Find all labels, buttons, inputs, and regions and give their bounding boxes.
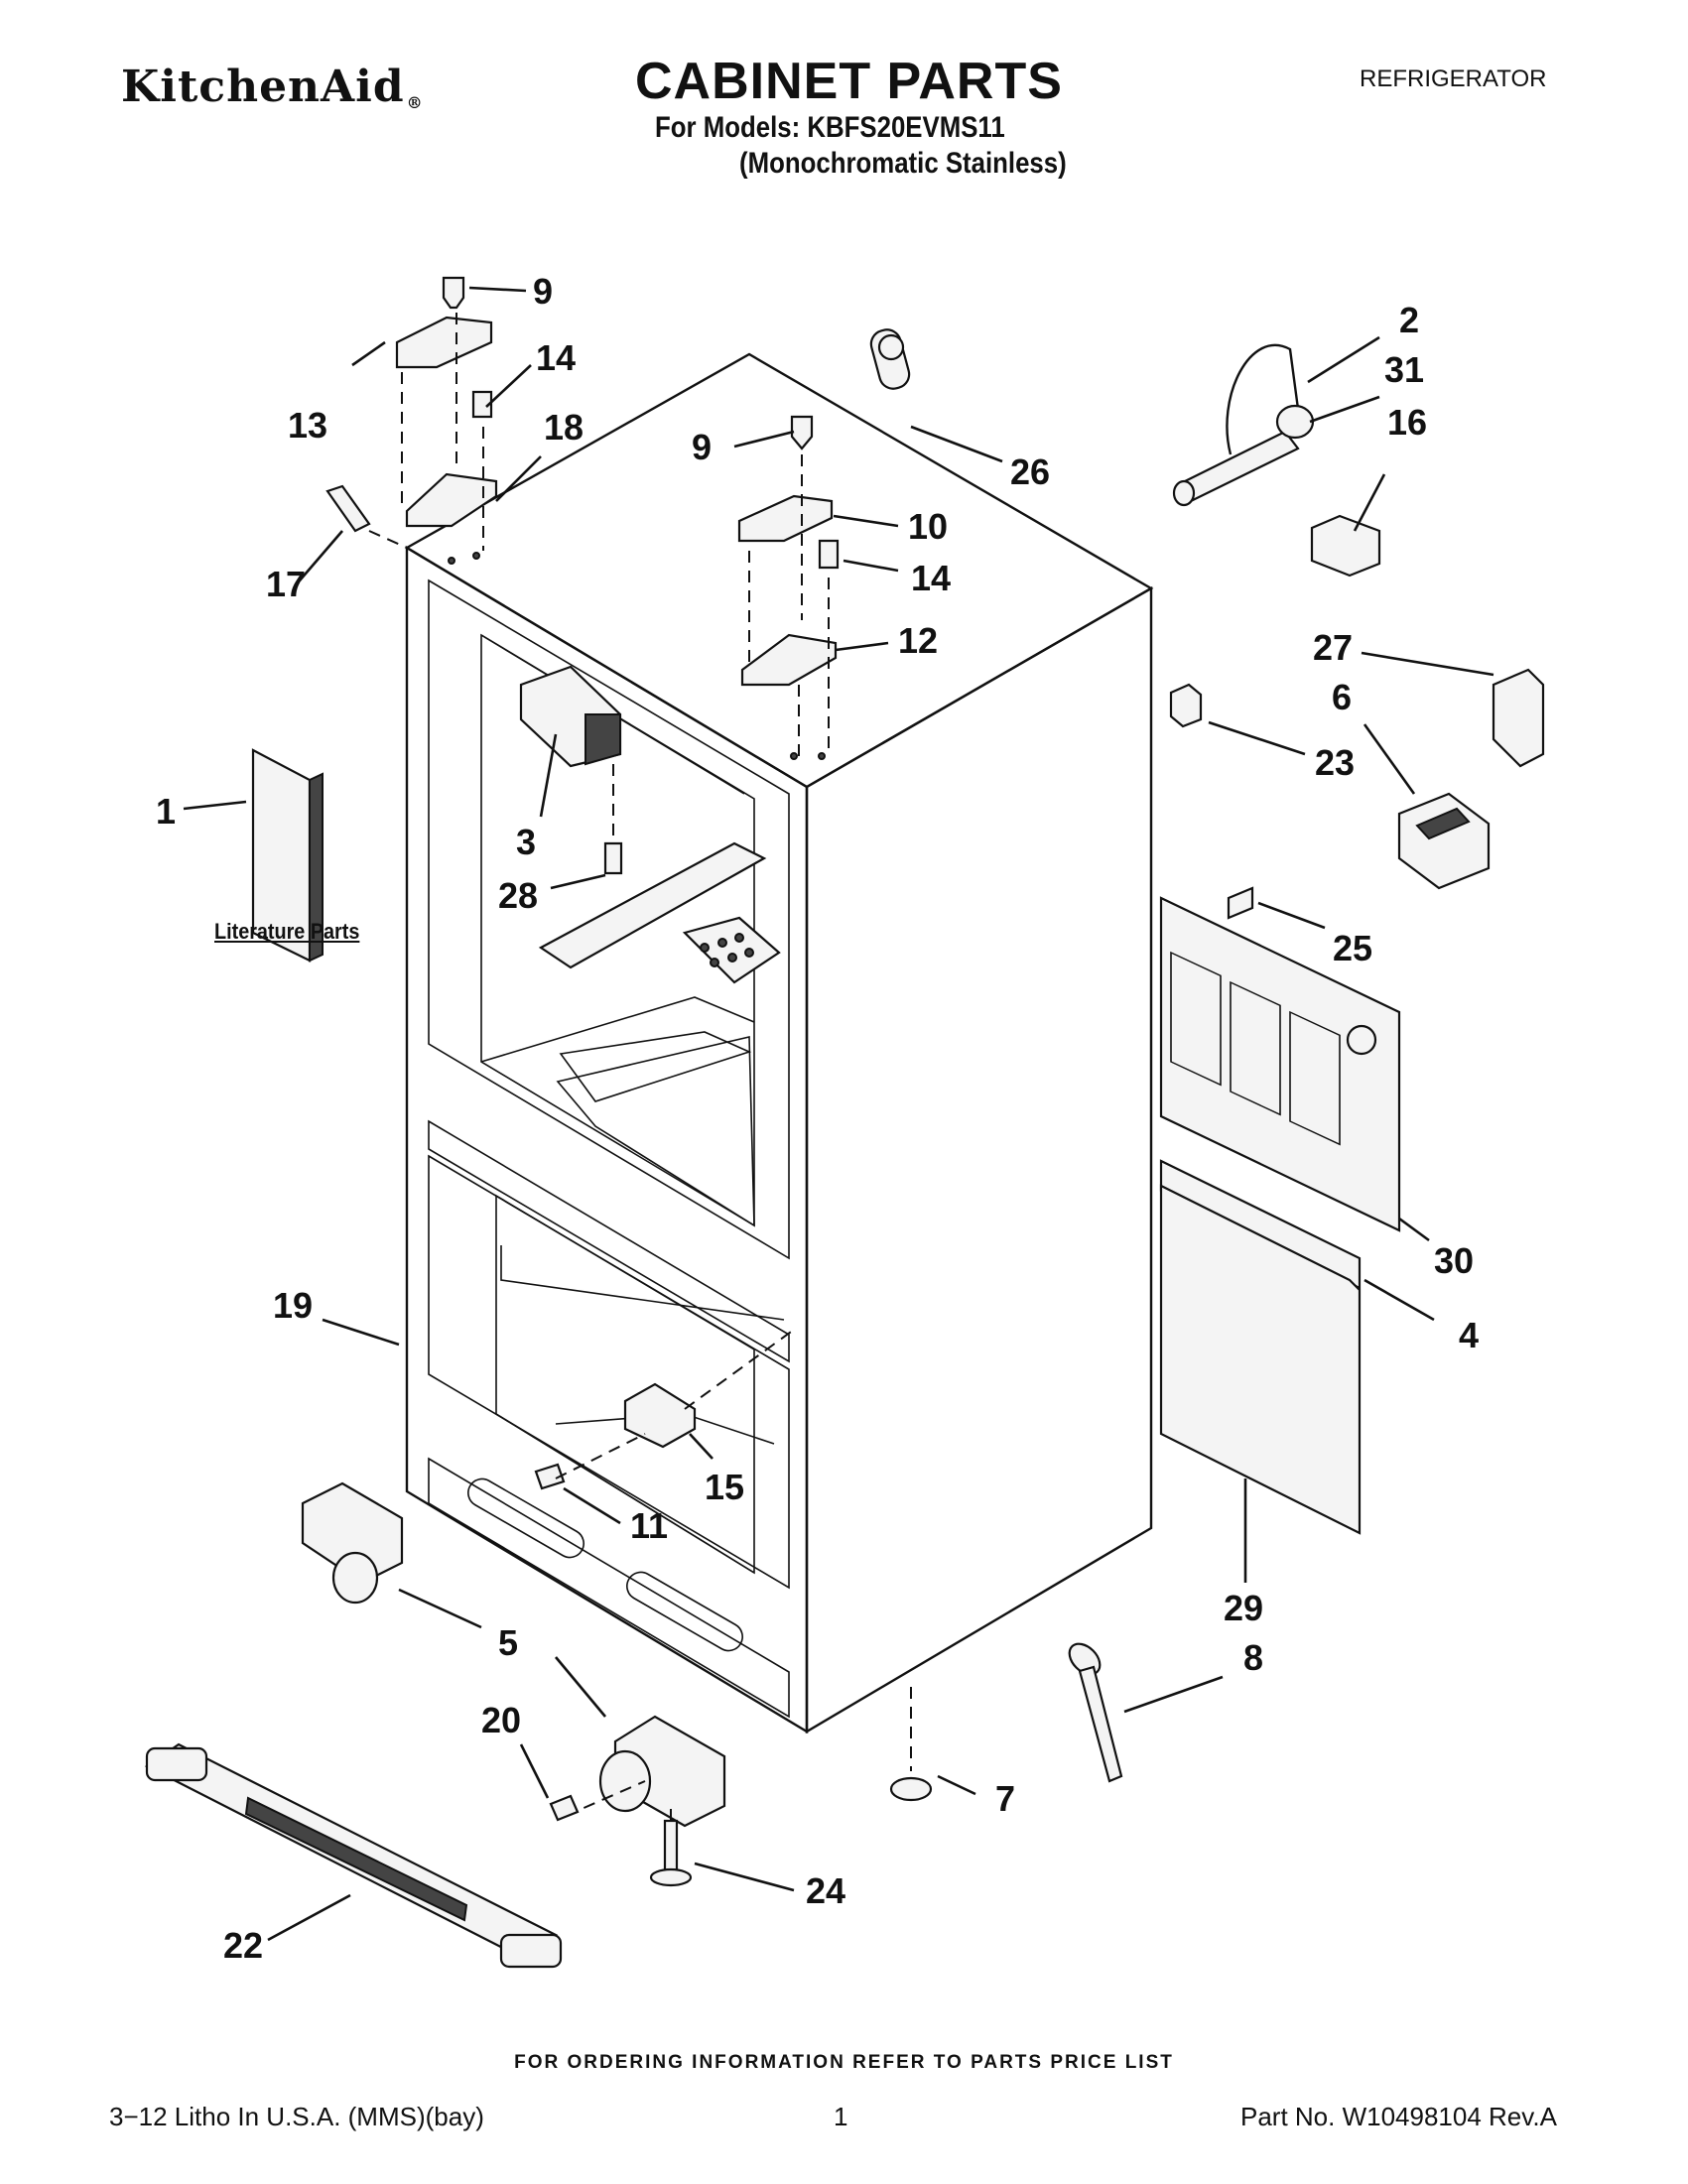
callout-30: 30 bbox=[1434, 1240, 1475, 1281]
control-housing-part bbox=[519, 665, 623, 875]
literature-book bbox=[251, 748, 324, 963]
part-8-wrench bbox=[1068, 1642, 1123, 1783]
callout-6: 6 bbox=[1332, 677, 1353, 717]
callout-7: 7 bbox=[995, 1778, 1016, 1819]
front-roller bbox=[565, 1715, 726, 1828]
part-24-leg bbox=[649, 1806, 693, 1887]
part-16 bbox=[1310, 514, 1381, 578]
models-line: For Models: KBFS20EVMS11 bbox=[655, 111, 1005, 144]
brand-name: KitchenAid bbox=[121, 62, 405, 112]
registered-mark: ® bbox=[406, 93, 424, 112]
callout-4: 4 bbox=[1459, 1315, 1480, 1355]
page-title: CABINET PARTS bbox=[635, 53, 1063, 110]
part-7-grommet bbox=[889, 1687, 933, 1802]
part-26 bbox=[869, 328, 911, 390]
callout-16: 16 bbox=[1387, 402, 1428, 443]
callout-8: 8 bbox=[1243, 1637, 1264, 1678]
callout-9-center: 9 bbox=[692, 427, 713, 467]
callout-22: 22 bbox=[223, 1925, 264, 1966]
callout-12: 12 bbox=[898, 620, 939, 661]
part-27 bbox=[1492, 668, 1545, 768]
callout-5: 5 bbox=[498, 1622, 519, 1663]
cabinet-body bbox=[404, 352, 1154, 1734]
rear-roller bbox=[301, 1481, 404, 1605]
callout-3: 3 bbox=[516, 822, 537, 862]
callout-11: 11 bbox=[630, 1505, 669, 1546]
callout-31: 31 bbox=[1384, 349, 1425, 390]
litho-info: 3−12 Litho In U.S.A. (MMS)(bay) bbox=[109, 2102, 484, 2131]
callout-29: 29 bbox=[1224, 1588, 1264, 1628]
callout-27: 27 bbox=[1313, 627, 1354, 668]
part-22-base-grille bbox=[144, 1742, 563, 1969]
callout-24: 24 bbox=[806, 1870, 846, 1911]
part-4-strip bbox=[1159, 1159, 1362, 1290]
callout-9-left: 9 bbox=[533, 271, 554, 312]
part-15 bbox=[623, 1329, 795, 1449]
center-hinge-parts bbox=[737, 415, 840, 764]
callout-1: 1 bbox=[156, 791, 177, 832]
callout-28: 28 bbox=[498, 875, 539, 916]
part-11 bbox=[534, 1433, 646, 1490]
appliance-category: REFRIGERATOR bbox=[1360, 65, 1547, 92]
part-6 bbox=[1397, 792, 1491, 890]
callout-17: 17 bbox=[266, 564, 307, 604]
callout-10: 10 bbox=[908, 506, 949, 547]
callout-15: 15 bbox=[705, 1467, 745, 1507]
callout-25: 25 bbox=[1333, 928, 1373, 968]
callout-23: 23 bbox=[1315, 742, 1356, 783]
callout-leaders bbox=[183, 286, 1494, 1942]
literature-parts-label: Literature Parts bbox=[214, 919, 360, 944]
brand-logo: KitchenAid® bbox=[121, 62, 424, 112]
callout-14-center: 14 bbox=[911, 558, 952, 598]
callout-13: 13 bbox=[288, 405, 328, 446]
callout-18: 18 bbox=[544, 407, 584, 448]
rear-grille bbox=[1159, 886, 1401, 1232]
callout-20: 20 bbox=[481, 1700, 522, 1740]
left-hinge-parts bbox=[325, 276, 498, 551]
variant-line: (Monochromatic Stainless) bbox=[739, 147, 1067, 180]
callout-26: 26 bbox=[1010, 451, 1051, 492]
water-tube-part bbox=[1172, 343, 1315, 507]
part-29-panel bbox=[1159, 1184, 1362, 1535]
callout-2: 2 bbox=[1399, 300, 1420, 340]
part-20 bbox=[549, 1794, 580, 1822]
page-number: 1 bbox=[834, 2102, 848, 2131]
ordering-notice: FOR ORDERING INFORMATION REFER TO PARTS … bbox=[514, 2052, 1174, 2073]
part-23 bbox=[1169, 683, 1203, 728]
callout-19: 19 bbox=[273, 1285, 314, 1326]
part-number: Part No. W10498104 Rev.A bbox=[1240, 2102, 1557, 2131]
callout-14-left: 14 bbox=[536, 337, 577, 378]
